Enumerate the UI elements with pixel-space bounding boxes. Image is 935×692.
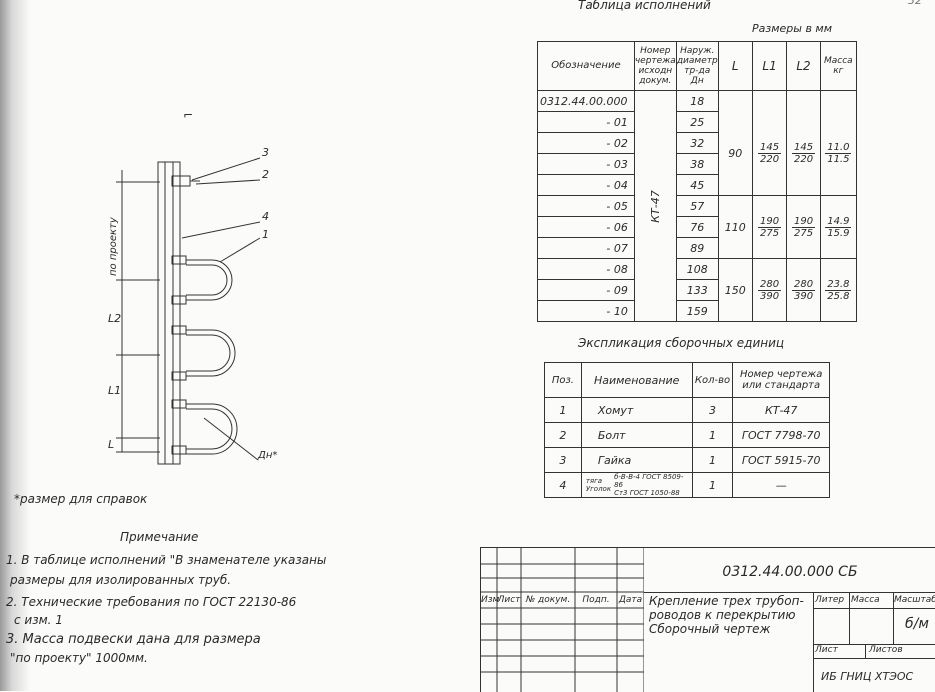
header-L1: L1 [751,41,788,91]
drawing-mark: ⌐ [183,108,194,122]
drawing-no-cell: КТ-47 [633,90,677,322]
doc-designation: 0312.44.00.000 СБ [722,564,858,580]
units-label: Размеры в мм [752,22,833,35]
mounting-plate [157,161,181,465]
header-diameter: Наруж. диаметр тр-да Дн [675,41,719,91]
table-row: - 10 159 [537,300,857,322]
clamp-1 [171,255,233,305]
notes-block: 1. В таблице исполнений "В знаменателе у… [6,553,327,665]
doc-title: Крепление трех трубоп- роводов к перекры… [649,594,804,636]
title-block: Изм Лист № докум. Подп. Дата 0312.44.00.… [480,547,935,692]
sheet-label: Лист [815,645,838,655]
exec-table: Обозначение Номер чертежа исходн докум. … [537,41,858,322]
sheets-label: Листов [869,645,903,655]
table-row: - 06 76 [537,216,857,238]
scale-label: Масштаб [894,595,935,605]
scale-value: б/м [905,616,929,632]
table-row: - 07 89 [537,237,857,259]
revision-grid [481,548,644,692]
table-row: 2 Болт 1 ГОСТ 7798-70 [544,422,830,448]
header-mass: Масса кг [819,41,858,91]
expl-table-title: Экспликация сборочных единиц [578,336,785,350]
table-row: 1 Хомут 3 КТ-47 [544,397,830,423]
reference-note: *размер для справок [14,492,148,506]
clamp-2 [171,325,236,381]
table-row: 0312.44.00.000 КТ-47 18 [537,90,858,322]
leader-label-3: 3 [262,146,269,159]
revision-headers: Изм Лист № докум. Подп. Дата [481,595,643,605]
expl-table-header: Поз. Наименование Кол-во Номер чертежа и… [544,362,830,398]
exec-table-header: Обозначение Номер чертежа исходн докум. … [537,41,858,91]
dim-L-label: L [108,438,115,451]
table-row: - 03 38 [537,153,857,175]
mass-label: Масса [851,595,880,605]
expl-table: Поз. Наименование Кол-во Номер чертежа и… [544,362,830,498]
leader-label-4: 4 [262,210,269,223]
leader-label-1: 1 [262,228,269,241]
dim-L1-label: L1 [108,384,122,397]
header-L2: L2 [786,41,821,91]
dim-dn-label: Дн* [258,450,278,461]
header-drawing-no: Номер чертежа исходн докум. [633,41,677,91]
header-L: L [717,41,753,91]
page-number: 32 [908,0,922,7]
dim-project-label: по проекту [108,217,119,276]
table-row: 3 Гайка 1 ГОСТ 5915-70 [544,447,830,473]
exec-table-title: Таблица исполнений [578,0,711,12]
notes-title: Примечание [120,530,199,544]
dim-L2-label: L2 [108,312,122,325]
clamp-3 [171,399,238,455]
litera-label: Литер [815,595,845,605]
leader-label-2: 2 [262,168,269,181]
header-designation: Обозначение [537,41,635,91]
assembly-drawing [116,157,261,465]
scan-edge-shadow [0,0,30,691]
org-label: ИБ ГНИЦ ХТЭОС [821,670,914,683]
